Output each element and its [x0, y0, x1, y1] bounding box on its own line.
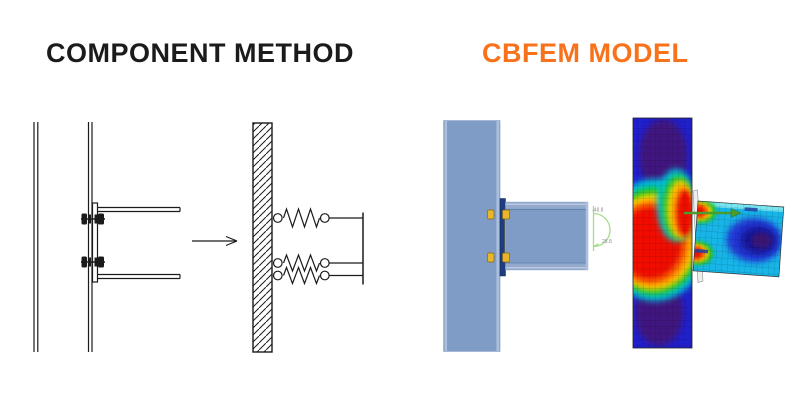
- fem-stress-plot: [632, 117, 785, 349]
- spring-row: [272, 253, 363, 273]
- flange-highlight: [496, 121, 499, 351]
- component-method-title: COMPONENT METHOD: [46, 38, 354, 68]
- column-solid: [443, 120, 501, 352]
- spring-row: [272, 207, 363, 229]
- bolted-connection-drawing: [33, 122, 181, 352]
- mesh-annotation-smudge: [694, 248, 709, 254]
- moment-value-label: -48.8: [592, 208, 604, 214]
- bolt-icon: [81, 213, 105, 225]
- flange-highlight: [444, 121, 448, 351]
- force-arrow-icon: [684, 208, 742, 218]
- right-arrow-icon: [192, 235, 238, 247]
- moment-value-label: 28.8: [602, 239, 612, 245]
- beam-solid: [505, 201, 589, 271]
- mesh-annotation-smudge: [744, 207, 758, 212]
- beam-top-flange: [505, 202, 588, 209]
- bolt-icon: [81, 256, 105, 268]
- cbfem-solid-model: -48.8 28.8: [443, 120, 612, 352]
- beam-end-cap: [585, 202, 588, 270]
- beam-bottom-flange: [505, 263, 588, 270]
- beam-bottom-flange-lines: [97, 273, 181, 280]
- spring-row: [272, 265, 363, 286]
- fem-column-mesh: [633, 118, 692, 348]
- spring-model-drawing: [252, 122, 364, 353]
- end-plate-outline: [91, 202, 99, 283]
- cbfem-model-title: CBFEM MODEL: [482, 38, 689, 68]
- bolt-3d-icon: [487, 209, 510, 263]
- fem-column-border: [632, 117, 693, 349]
- column-flange-lines: [33, 122, 93, 352]
- moment-load-annotation: -48.8 28.8: [592, 206, 612, 251]
- beam-top-flange-lines: [97, 206, 181, 213]
